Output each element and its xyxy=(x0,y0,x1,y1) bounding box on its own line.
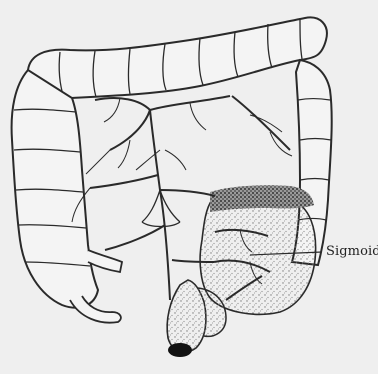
terminal-ileum xyxy=(88,250,122,272)
anal-canal xyxy=(168,343,192,357)
transverse-colon xyxy=(28,17,327,98)
appendix xyxy=(70,296,121,323)
dark-band xyxy=(210,185,314,212)
sigmoid-label: Sigmoid xyxy=(326,244,378,259)
